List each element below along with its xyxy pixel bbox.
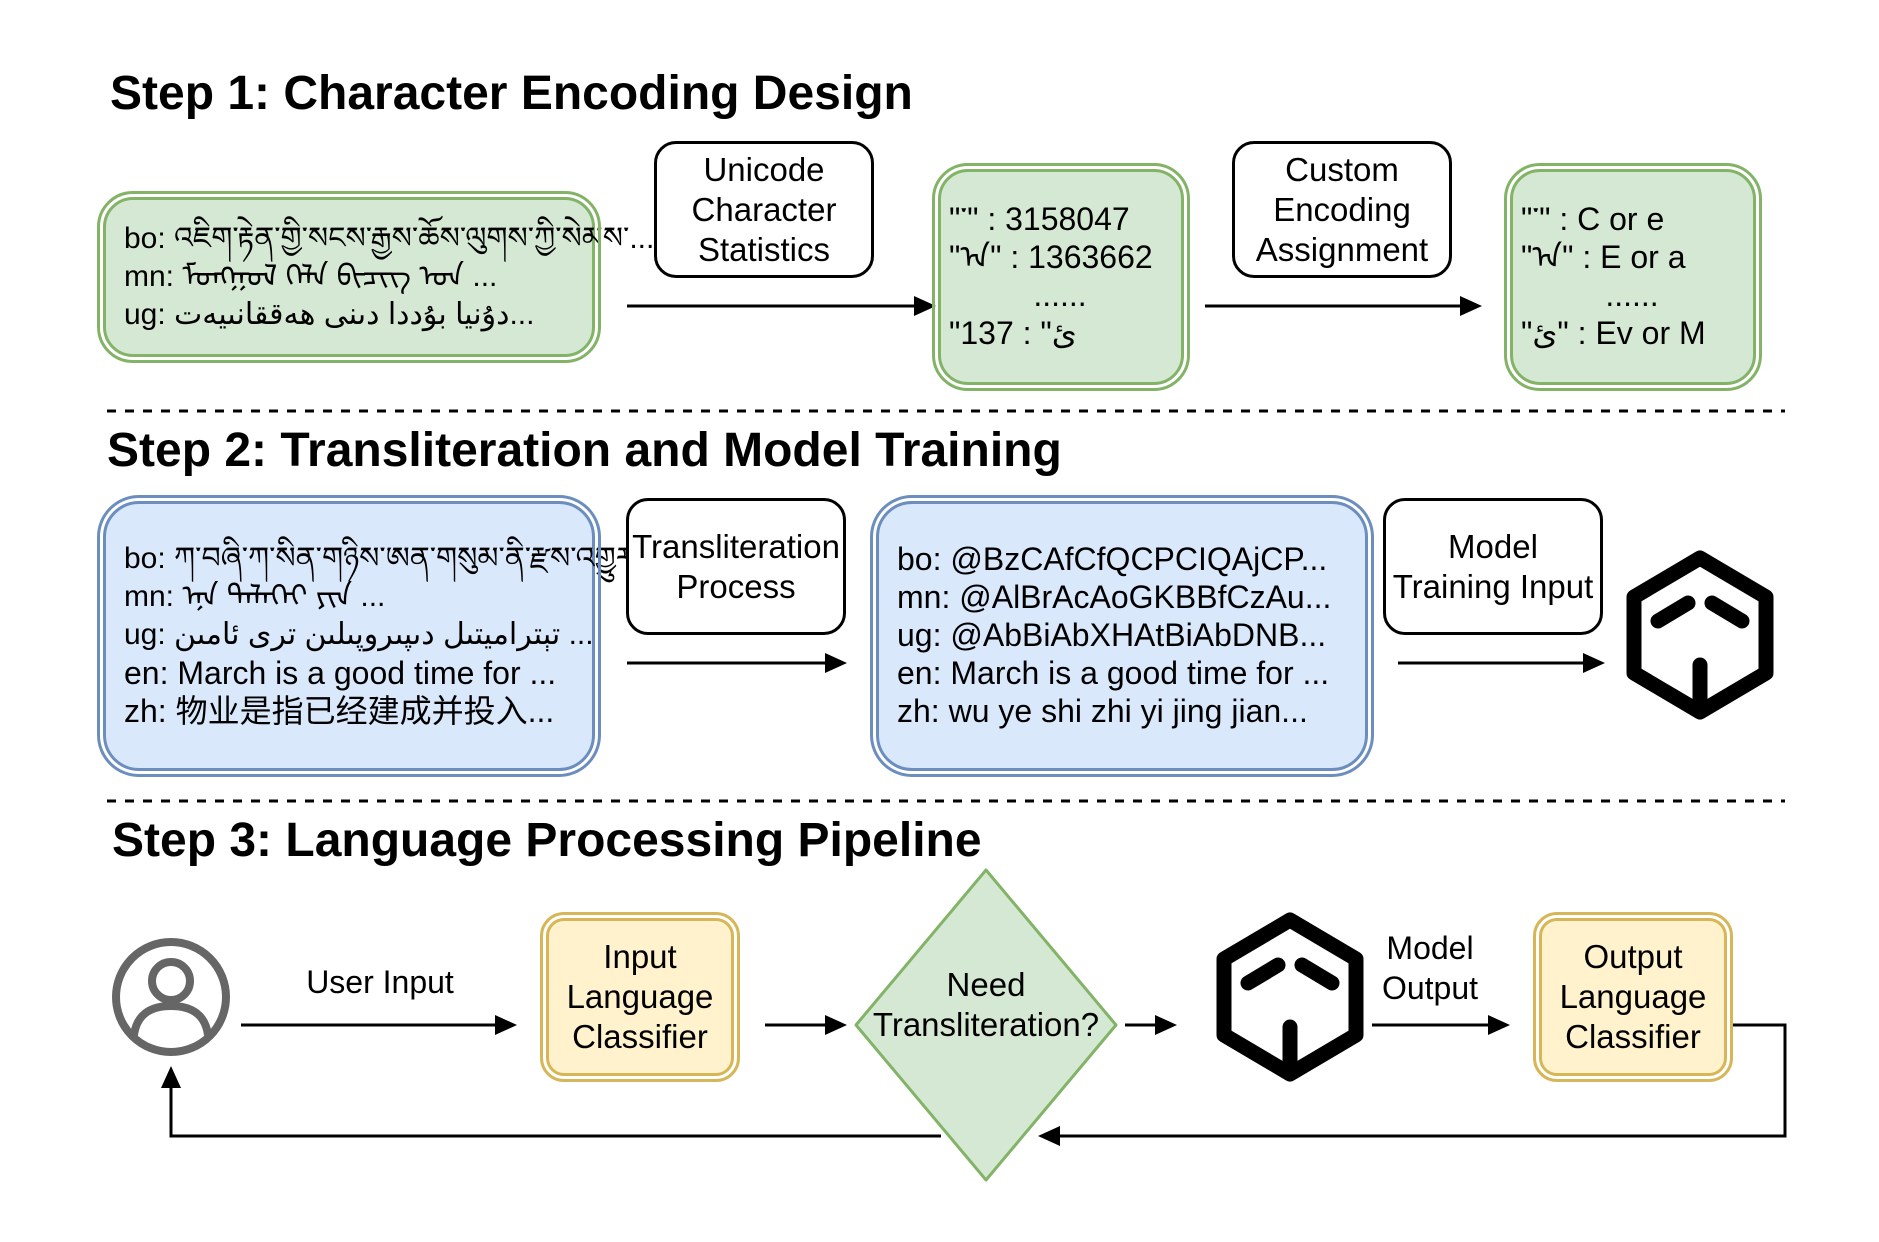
arrow-output-return-loop (1050, 1023, 1787, 1138)
stats-line: "ᠠ" : 1363662 (949, 239, 1153, 275)
step1-title: Step 1: Character Encoding Design (110, 67, 913, 120)
encoding-line: "་" : C or e (1521, 201, 1665, 237)
transliterated-output-box: bo: @BzCAfCfQCPCIQAjCP... mn: @AlBrAcAoG… (870, 495, 1374, 777)
output-language-classifier-box: Output Language Classifier (1533, 912, 1733, 1082)
step2-source-text-box: bo: ཀ་བཞི་ཀ་སིན་གཉིས་ཨན་གསུམ་ནི་རྫས་འགྱུ… (97, 495, 666, 777)
arrow-return-to-user (169, 1078, 941, 1138)
encoding-ellipsis: ...... (1605, 277, 1659, 313)
input-language-classifier-box: Input Language Classifier (540, 912, 740, 1082)
source-line-zh: zh: 物业是指已经建成并投入... (124, 693, 555, 729)
character-stats-box: "་" : 3158047 "ᠠ" : 1363662 ...... "ئ" :… (932, 163, 1190, 391)
output-line-ug: ug: @AbBiAbXHAtBiAbDNB... (897, 617, 1327, 653)
source-line-ug: ug: تېتراميتىل دىپىروپىلىن ترى ئامىن ... (124, 618, 594, 651)
stats-line: "་" : 3158047 (949, 201, 1130, 237)
model-output-label: Model Output (1381, 930, 1479, 1006)
step3-title: Step 3: Language Processing Pipeline (112, 814, 982, 867)
custom-encoding-box: Custom Encoding Assignment (1232, 141, 1452, 278)
output-line-zh: zh: wu ye shi zhi yi jing jian... (897, 693, 1308, 729)
step2-title: Step 2: Transliteration and Model Traini… (107, 424, 1062, 477)
source-line-mn: mn: ᠮᠣᠩᠭᠣᠯ ᠬᠡᠯᠡ ᠪᠢᠴᠢᠭ ᠤᠨ ... (124, 260, 498, 293)
source-line-mn: mn: ᠡᠨᠡ ᠳᠡᠯᠡᠬᠡᠢ ᠶᠢᠨ ... (124, 580, 386, 613)
encoding-line: "ᠠ" : E or a (1521, 239, 1686, 275)
decision-label: Need Transliteration? (872, 966, 1100, 1043)
source-line-en: en: March is a good time for ... (124, 655, 557, 691)
stats-line: "ئ" : 137 (949, 315, 1077, 351)
output-line-mn: mn: @AlBrAcAoGKBBfCzAu... (897, 579, 1332, 615)
model-cube-icon (1626, 550, 1774, 720)
step1-source-text-box: bo: འཇིག་རྟེན་གྱི་སངས་རྒྱས་ཆོས་ལུགས་ཀྱི་… (97, 191, 655, 363)
stats-ellipsis: ...... (1033, 277, 1087, 313)
model-cube-icon (1216, 912, 1364, 1082)
model-training-input-box: Model Training Input (1383, 498, 1603, 635)
unicode-statistics-box: Unicode Character Statistics (654, 141, 874, 278)
decision-diamond (854, 868, 1118, 1182)
encoding-line: "ئ" : Ev or M (1521, 315, 1706, 351)
output-line-en: en: March is a good time for ... (897, 655, 1330, 691)
encoding-assignment-box: "་" : C or e "ᠠ" : E or a ...... "ئ" : E… (1504, 163, 1762, 391)
user-input-label: User Input (306, 964, 454, 1000)
user-icon (112, 938, 230, 1056)
output-line-bo: bo: @BzCAfCfQCPCIQAjCP... (897, 541, 1328, 577)
source-line-bo: bo: ཀ་བཞི་ཀ་སིན་གཉིས་ཨན་གསུམ་ནི་རྫས་འགྱུ… (124, 542, 666, 575)
source-line-ug: ug: دۇنيا بۇددا دىنى ھەققانىيەت... (124, 298, 535, 331)
source-line-bo: bo: འཇིག་རྟེན་གྱི་སངས་རྒྱས་ཆོས་ལུགས་ཀྱི་… (124, 222, 655, 255)
transliteration-process-box: Transliteration Process (626, 498, 846, 635)
